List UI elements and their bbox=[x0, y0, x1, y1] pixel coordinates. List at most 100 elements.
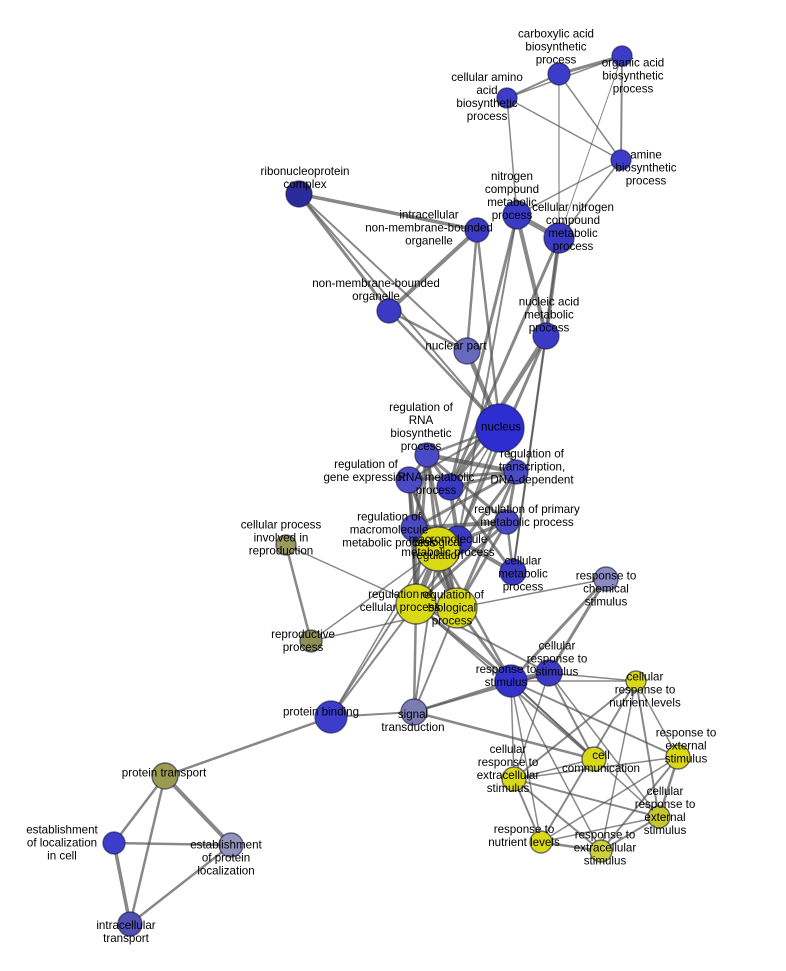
edge-protein-binding--regulation-of-cellular-process[interactable] bbox=[330, 603, 417, 718]
edge-cellular-response-to-stimulus--cellular-response-to-extracellular-stimulus[interactable] bbox=[513, 672, 550, 780]
edge-cellular-response-to-nutrient-levels--response-to-extracellular-stimulus[interactable] bbox=[600, 680, 637, 852]
node-establishment-of-protein-localization[interactable] bbox=[218, 832, 244, 858]
edge-cellular-process-involved-in-reproduction--regulation-of-cellular-process[interactable] bbox=[285, 544, 417, 605]
node-establishment-of-localization-in-cell[interactable] bbox=[102, 831, 126, 855]
node-response-to-stimulus[interactable] bbox=[494, 664, 528, 698]
edge-cellular-response-to-stimulus--signal-transduction[interactable] bbox=[413, 672, 550, 713]
edge-cellular-process-involved-in-reproduction--reproductive-process[interactable] bbox=[284, 543, 313, 643]
node-non-membrane-bounded-organelle[interactable] bbox=[376, 298, 402, 324]
node-biological-regulation[interactable] bbox=[415, 526, 461, 572]
edge-cellular-response-to-extracellular-stimulus--cellular-response-to-external-stimulus[interactable] bbox=[513, 778, 660, 818]
node-response-to-nutrient-levels[interactable] bbox=[529, 830, 553, 854]
node-ribonucleoprotein-complex[interactable] bbox=[285, 180, 313, 208]
node-protein-binding[interactable] bbox=[314, 700, 348, 734]
node-regulation-of-primary-metabolic-process[interactable] bbox=[494, 509, 520, 535]
edge-cellular-response-to-nutrient-levels--cellular-response-to-external-stimulus[interactable] bbox=[635, 680, 660, 818]
node-signal-transduction[interactable] bbox=[400, 698, 428, 726]
edge-regulation-of-rna-biosynthetic-process--regulation-of-transcription-dna-dependent[interactable] bbox=[424, 452, 519, 475]
edge-response-to-stimulus--cellular-response-to-external-stimulus[interactable] bbox=[510, 680, 660, 818]
node-response-to-chemical-stimulus[interactable] bbox=[593, 566, 619, 592]
node-regulation-of-cellular-process[interactable] bbox=[395, 583, 437, 625]
edge-nitrogen-compound-metabolic-process--macromolecule-metabolic-process[interactable] bbox=[457, 214, 518, 541]
edge-organic-acid-biosynthetic-process--cellular-nitrogen-compound-metabolic-process[interactable] bbox=[558, 55, 623, 239]
edge-amine-biosynthetic-process--cellular-nitrogen-compound-metabolic-process[interactable] bbox=[558, 159, 622, 239]
edge-nitrogen-compound-metabolic-process--nucleic-acid-metabolic-process[interactable] bbox=[515, 213, 548, 338]
edge-amine-biosynthetic-process--nitrogen-compound-metabolic-process[interactable] bbox=[516, 159, 622, 216]
edge-regulation-of-transcription-dna-dependent--regulation-of-macromolecule-metabolic-process[interactable] bbox=[412, 470, 518, 530]
node-cell-communication[interactable] bbox=[581, 746, 607, 772]
edge-carboxylic-acid-biosynthetic-process--amine-biosynthetic-process[interactable] bbox=[558, 73, 622, 161]
edge-establishment-of-localization-in-cell--intracellular-transport[interactable] bbox=[112, 841, 132, 926]
node-amine-biosynthetic-process[interactable] bbox=[610, 149, 632, 171]
node-nucleic-acid-metabolic-process[interactable] bbox=[532, 322, 560, 350]
node-rna-metabolic-process[interactable] bbox=[436, 473, 464, 501]
edge-cellular-response-to-nutrient-levels--cellular-response-to-extracellular-stimulus[interactable] bbox=[513, 680, 637, 780]
edge-signal-transduction--biological-regulation[interactable] bbox=[413, 548, 439, 713]
edge-response-to-stimulus--response-to-nutrient-levels[interactable] bbox=[510, 680, 542, 843]
edge-nucleic-acid-metabolic-process--cellular-metabolic-process[interactable] bbox=[512, 335, 547, 573]
edge-cellular-response-to-external-stimulus--response-to-nutrient-levels[interactable] bbox=[540, 816, 660, 843]
edge-establishment-of-localization-in-cell--establishment-of-protein-localization[interactable] bbox=[112, 841, 233, 847]
edge-cellular-response-to-stimulus--cellular-response-to-external-stimulus[interactable] bbox=[548, 672, 660, 818]
node-organic-acid-biosynthetic-process[interactable] bbox=[611, 45, 633, 67]
node-cellular-process-involved-in-reproduction[interactable] bbox=[275, 534, 297, 556]
node-intracellular-transport[interactable] bbox=[117, 911, 143, 937]
edge-protein-binding--protein-transport[interactable] bbox=[163, 715, 333, 778]
edge-cellular-response-to-stimulus--cell-communication[interactable] bbox=[548, 672, 595, 760]
edge-non-membrane-bounded-organelle--nucleus[interactable] bbox=[387, 309, 502, 430]
edge-response-to-chemical-stimulus--response-to-stimulus[interactable] bbox=[509, 577, 608, 683]
edge-regulation-of-transcription-dna-dependent--regulation-of-gene-expression[interactable] bbox=[407, 470, 518, 482]
edge-response-to-external-stimulus--response-to-nutrient-levels[interactable] bbox=[540, 756, 679, 843]
node-regulation-of-gene-expression[interactable] bbox=[395, 466, 423, 494]
edge-organic-acid-biosynthetic-process--amine-biosynthetic-process[interactable] bbox=[620, 55, 623, 161]
node-carboxylic-acid-biosynthetic-process[interactable] bbox=[547, 62, 571, 86]
edge-regulation-of-macromolecule-metabolic-process--regulation-of-primary-metabolic-process[interactable] bbox=[412, 520, 509, 530]
edge-cellular-response-to-extracellular-stimulus--response-to-extracellular-stimulus[interactable] bbox=[513, 778, 602, 852]
node-intracellular-non-membrane-bounded-organelle[interactable] bbox=[464, 217, 490, 243]
edge-intracellular-non-membrane-bounded-organelle--non-membrane-bounded-organelle[interactable] bbox=[387, 228, 479, 313]
node-cellular-response-to-external-stimulus[interactable] bbox=[647, 805, 671, 829]
edge-intracellular-non-membrane-bounded-organelle--nuclear-part[interactable] bbox=[465, 228, 479, 353]
node-protein-transport[interactable] bbox=[151, 762, 179, 790]
edge-ribonucleoprotein-complex--nuclear-part[interactable] bbox=[298, 193, 468, 352]
edge-cell-communication--cellular-response-to-extracellular-stimulus[interactable] bbox=[513, 758, 595, 780]
edge-cellular-response-to-nutrient-levels--response-to-external-stimulus[interactable] bbox=[635, 680, 679, 758]
edge-protein-transport--intracellular-transport[interactable] bbox=[128, 774, 167, 926]
node-regulation-of-transcription-dna-dependent[interactable] bbox=[503, 459, 529, 485]
edge-cellular-amino-acid-biosynthetic-process--nitrogen-compound-metabolic-process[interactable] bbox=[506, 97, 518, 216]
node-response-to-extracellular-stimulus[interactable] bbox=[589, 839, 613, 863]
edge-cellular-amino-acid-biosynthetic-process--amine-biosynthetic-process[interactable] bbox=[506, 97, 622, 161]
edge-protein-transport--establishment-of-protein-localization[interactable] bbox=[163, 774, 233, 847]
node-nuclear-part[interactable] bbox=[453, 337, 481, 365]
node-response-to-external-stimulus[interactable] bbox=[665, 744, 691, 770]
node-cellular-response-to-nutrient-levels[interactable] bbox=[625, 670, 647, 692]
edge-response-to-chemical-stimulus--cellular-response-to-stimulus[interactable] bbox=[547, 577, 608, 675]
edge-response-to-stimulus--response-to-external-stimulus[interactable] bbox=[510, 680, 679, 758]
edge-non-membrane-bounded-organelle--nuclear-part[interactable] bbox=[387, 309, 469, 353]
node-nucleus[interactable] bbox=[475, 403, 525, 453]
edge-reproductive-process--biological-regulation[interactable] bbox=[310, 548, 439, 642]
edge-cell-communication--signal-transduction[interactable] bbox=[412, 710, 596, 761]
edge-regulation-of-rna-biosynthetic-process--regulation-of-primary-metabolic-process[interactable] bbox=[425, 453, 509, 524]
edge-cellular-response-to-stimulus--cellular-response-to-nutrient-levels[interactable] bbox=[548, 672, 637, 682]
edge-ribonucleoprotein-complex--non-membrane-bounded-organelle[interactable] bbox=[297, 192, 391, 313]
edge-protein-transport--establishment-of-localization-in-cell[interactable] bbox=[112, 774, 167, 845]
node-cellular-nitrogen-compound-metabolic-process[interactable] bbox=[543, 222, 575, 254]
edge-response-to-external-stimulus--response-to-extracellular-stimulus[interactable] bbox=[600, 756, 679, 852]
node-reproductive-process[interactable] bbox=[299, 629, 323, 653]
edge-response-to-chemical-stimulus--regulation-of-biological-process[interactable] bbox=[456, 578, 607, 609]
edge-protein-binding--nucleus[interactable] bbox=[330, 427, 501, 718]
edge-intracellular-non-membrane-bounded-organelle--nucleus[interactable] bbox=[475, 228, 502, 430]
node-cellular-amino-acid-biosynthetic-process[interactable] bbox=[496, 87, 518, 109]
node-cellular-metabolic-process[interactable] bbox=[499, 558, 527, 586]
node-regulation-of-rna-biosynthetic-process[interactable] bbox=[414, 442, 440, 468]
edge-ribonucleoprotein-complex--intracellular-non-membrane-bounded-organelle[interactable] bbox=[297, 192, 479, 232]
node-nitrogen-compound-metabolic-process[interactable] bbox=[502, 200, 532, 230]
node-cellular-response-to-extracellular-stimulus[interactable] bbox=[501, 766, 527, 792]
edge-establishment-of-protein-localization--intracellular-transport[interactable] bbox=[128, 843, 233, 926]
edge-response-to-stimulus--response-to-extracellular-stimulus[interactable] bbox=[510, 680, 602, 852]
edge-rna-metabolic-process--cellular-metabolic-process[interactable] bbox=[448, 485, 515, 574]
node-regulation-of-macromolecule-metabolic-process[interactable] bbox=[400, 514, 428, 542]
edge-protein-binding--biological-regulation[interactable] bbox=[330, 548, 439, 718]
